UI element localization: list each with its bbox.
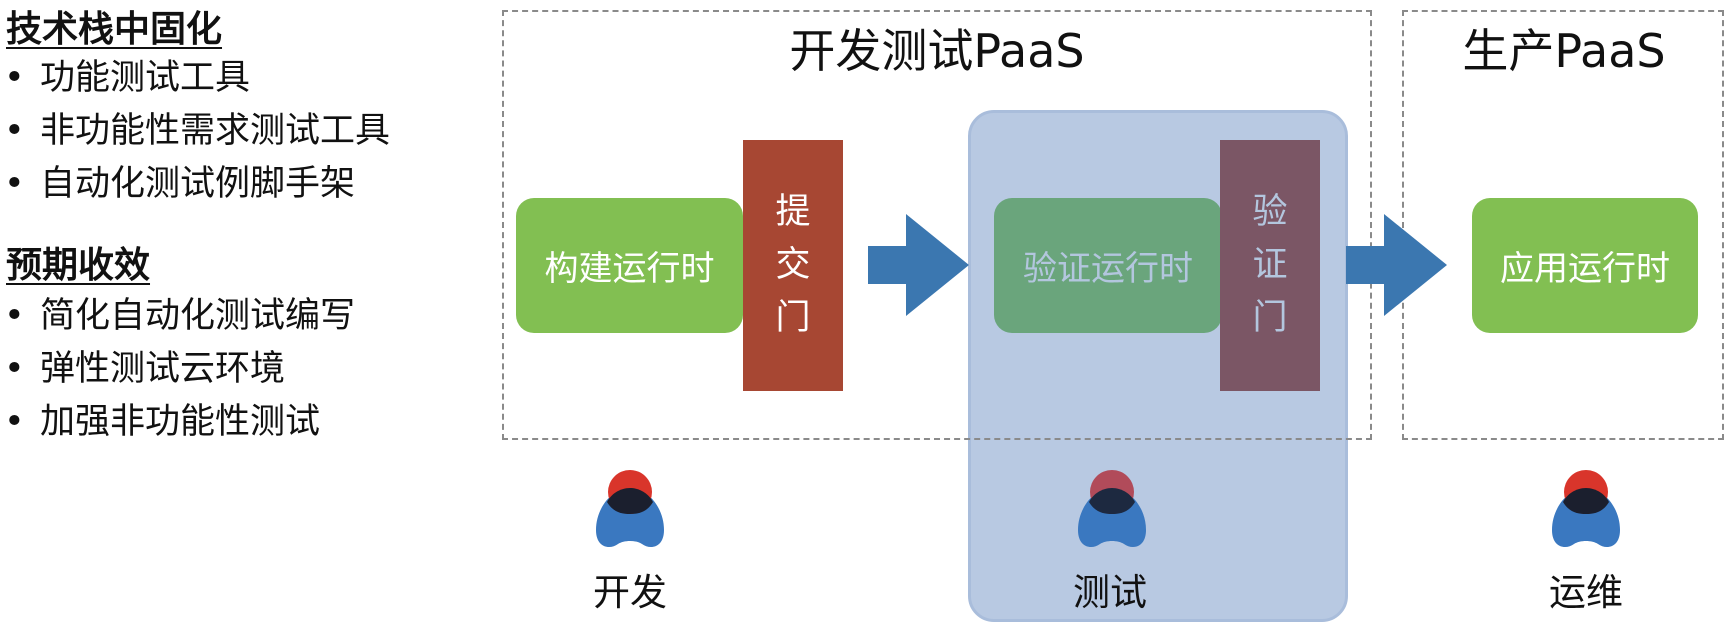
tester-person-icon bbox=[1078, 470, 1146, 548]
submit-gate-char: 提 bbox=[775, 192, 811, 232]
list-item: 弹性测试云环境 bbox=[0, 343, 355, 396]
developer-person-icon bbox=[596, 470, 664, 548]
list-item: 加强非功能性测试 bbox=[0, 396, 355, 449]
ops-person-icon bbox=[1552, 470, 1620, 548]
verify-gate-char: 验 bbox=[1252, 192, 1288, 232]
dev-test-paas-zone bbox=[502, 10, 1372, 440]
submit-gate: 提 交 门 bbox=[743, 140, 843, 391]
benefits-heading: 预期收效 bbox=[6, 245, 151, 286]
verify-gate-char: 门 bbox=[1252, 298, 1288, 338]
list-item: 功能测试工具 bbox=[0, 52, 390, 105]
prod-paas-zone bbox=[1402, 10, 1724, 440]
submit-gate-char: 门 bbox=[775, 298, 811, 338]
verify-gate-char: 证 bbox=[1252, 245, 1288, 285]
role-label-test: 测试 bbox=[1073, 571, 1147, 614]
list-item: 简化自动化测试编写 bbox=[0, 290, 355, 343]
list-item: 非功能性需求测试工具 bbox=[0, 105, 390, 158]
role-label-dev: 开发 bbox=[593, 571, 667, 614]
verify-runtime-box: 验证运行时 bbox=[994, 198, 1222, 333]
benefits-list: 简化自动化测试编写 弹性测试云环境 加强非功能性测试 bbox=[0, 290, 355, 449]
role-label-ops: 运维 bbox=[1549, 571, 1623, 614]
build-runtime-box: 构建运行时 bbox=[516, 198, 743, 333]
tech-stack-list: 功能测试工具 非功能性需求测试工具 自动化测试例脚手架 bbox=[0, 52, 390, 211]
app-runtime-box: 应用运行时 bbox=[1472, 198, 1698, 333]
prod-paas-title: 生产PaaS bbox=[1462, 24, 1666, 78]
arrow-right-icon bbox=[1346, 214, 1447, 316]
submit-gate-char: 交 bbox=[775, 245, 811, 285]
arrow-right-icon bbox=[868, 214, 969, 316]
dev-test-paas-title: 开发测试PaaS bbox=[789, 24, 1085, 78]
verify-gate: 验 证 门 bbox=[1220, 140, 1320, 391]
list-item: 自动化测试例脚手架 bbox=[0, 158, 390, 211]
tech-stack-heading: 技术栈中固化 bbox=[6, 9, 223, 50]
